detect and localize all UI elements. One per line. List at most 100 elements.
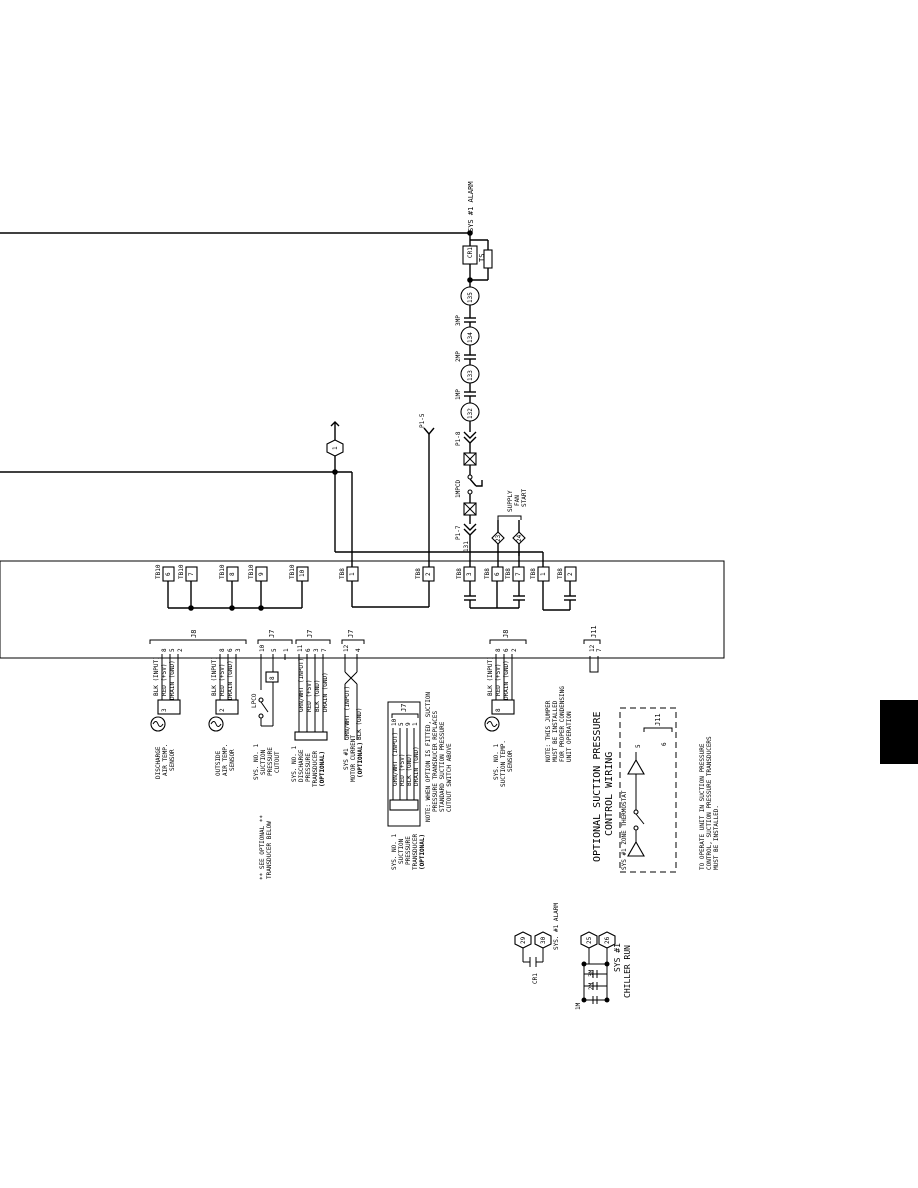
p1-5-label: P1-5 <box>419 413 426 428</box>
svg-text:3: 3 <box>235 648 242 652</box>
j8-connector-b: J8 8 6 2 BLK (INPUT) RED (+5V) DRAIN (GN… <box>484 630 527 787</box>
wire-red-5v-c: RED (+5V) <box>306 679 313 712</box>
terminal-tb8-1: TB8 1 <box>339 566 359 582</box>
dp-xdcr-label-1: SYS. NO. 1 <box>291 745 298 782</box>
supply-fan-line1: SUPPLY <box>507 490 514 512</box>
jumper-note-3: FOR PROPER CONDENSING <box>559 686 566 762</box>
bottom-alarm: 29 30 CR1 SYS. #1 ALARM <box>514 903 560 984</box>
svg-text:J8: J8 <box>190 630 198 638</box>
svg-text:3: 3 <box>313 648 320 652</box>
motor-current-label-3: (OPTIONAL) <box>357 742 364 778</box>
svg-text:2M: 2M <box>588 982 595 990</box>
wire-blk-gnd-b: BLK (GND) <box>314 679 321 712</box>
svg-text:8: 8 <box>495 648 502 652</box>
p1-7-label: P1-7 <box>455 525 462 540</box>
sys1-alarm-bottom-label: SYS. #1 ALARM <box>553 903 560 950</box>
svg-text:1M: 1M <box>575 1002 582 1010</box>
cr1-label: CR1 <box>467 247 474 258</box>
suction-note-line2: PRESSURE TRANSDUCER REPLACES <box>432 710 439 812</box>
wire-grn-wht-b: GRN/WHT (INPUT) <box>298 658 305 712</box>
svg-text:J11: J11 <box>590 625 598 638</box>
fan-term-24: 24 <box>516 534 523 542</box>
svg-text:TB8: TB8 <box>456 568 463 579</box>
signal-branches: 1 P1-5 <box>326 413 544 568</box>
suction-temp-label-2: SUCTION TEMP. <box>500 740 507 787</box>
discharge-sensor-label-2: AIR TEMP. <box>162 743 169 776</box>
cr1-bottom-label: CR1 <box>532 973 539 984</box>
mp1-label: 1MP <box>455 389 462 400</box>
svg-text:2: 2 <box>511 648 518 652</box>
svg-text:9: 9 <box>405 722 412 726</box>
svg-text:12: 12 <box>589 644 596 652</box>
chiller-run-label-1: SYS #1 <box>613 943 622 972</box>
fan-term-23: 23 <box>495 534 502 542</box>
svg-text:RED (+5V): RED (+5V) <box>399 753 406 786</box>
svg-text:2: 2 <box>425 572 432 576</box>
svg-text:6: 6 <box>227 648 234 652</box>
outside-sensor-label-2: AIR TEMP. <box>222 743 229 776</box>
svg-text:8: 8 <box>495 708 502 712</box>
terminal-tb10-7: TB10 7 <box>178 564 198 582</box>
svg-text:1: 1 <box>349 572 356 576</box>
svg-text:4: 4 <box>355 648 362 652</box>
svg-text:TB10: TB10 <box>248 564 255 579</box>
svg-text:11: 11 <box>297 644 304 652</box>
cutout-label-2: SUCTION <box>260 749 267 775</box>
svg-text:5: 5 <box>398 722 405 726</box>
terminal-tb10-8: TB10 8 <box>219 564 239 582</box>
svg-text:7: 7 <box>188 572 195 576</box>
svg-text:25: 25 <box>586 936 593 944</box>
suction-note-line1: NOTE: WHEN OPTION IS FITTED, SUCTION <box>425 692 432 822</box>
svg-text:J11: J11 <box>654 713 662 726</box>
motor-current-label-1: SYS #1 <box>343 748 350 770</box>
wire-blk-gnd-c: BLK (GND) <box>356 707 363 740</box>
svg-text:J7: J7 <box>306 630 314 638</box>
svg-text:TB8: TB8 <box>505 568 512 579</box>
terminal-tb10-9: TB10 9 <box>248 564 268 582</box>
motor-current-label-2: MOTOR CURRENT <box>350 735 357 782</box>
terminal-132: 132 <box>467 408 474 419</box>
wire-blk-input-a: BLK (INPUT) <box>153 656 160 696</box>
svg-text:TB10: TB10 <box>219 564 226 579</box>
sys1-alarm-title: SYS #1 ALARM <box>467 181 475 232</box>
svg-text:8: 8 <box>229 572 236 576</box>
svg-text:6: 6 <box>165 572 172 576</box>
svg-text:J8: J8 <box>502 630 510 638</box>
svg-text:TB8: TB8 <box>339 568 346 579</box>
suction-xdcr-label-3: PRESSURE <box>405 836 412 865</box>
operate-note-3: MUST BE INSTALLED. <box>713 805 720 870</box>
svg-text:9: 9 <box>258 572 265 576</box>
svg-text:TB10: TB10 <box>289 564 296 579</box>
svg-text:2: 2 <box>567 572 574 576</box>
terminal-interconnects <box>167 581 576 611</box>
svg-text:J7: J7 <box>400 704 408 712</box>
svg-text:TB8: TB8 <box>557 568 564 579</box>
suction-xdcr-label-1: SYS. NO. 1 <box>391 833 398 870</box>
wire-131-label: 131 <box>463 541 470 552</box>
svg-text:BLK (GND): BLK (GND) <box>406 753 413 786</box>
svg-text:J7: J7 <box>347 630 355 638</box>
j7-lpco: J7 10 5 1 8 LPCO SYS. NO. 1 SUCTION PRES… <box>251 630 293 880</box>
svg-text:3M: 3M <box>588 969 595 977</box>
suction-xdcr-label-5: (OPTIONAL) <box>419 834 426 870</box>
mp2-label: 2MP <box>455 351 462 362</box>
svg-text:6: 6 <box>305 648 312 652</box>
suction-temp-label-3: SENSOR <box>507 750 514 772</box>
j11-jumper: J11 12 7 NOTE: THIS JUMPER MUST BE INSTA… <box>545 625 603 762</box>
wire-red-5v-a: RED (+5V) <box>161 663 168 696</box>
supply-fan-line2: FAN <box>514 495 521 506</box>
optional-suction-control: J11 5 6 SYS #1 ZONE THERMOSTAT OPTIONAL … <box>592 707 720 873</box>
svg-text:DRAIN (GND): DRAIN (GND) <box>413 746 420 786</box>
bottom-chiller-run: 25 26 1M 2M 3M SYS #1 CHILLER RUN <box>575 931 632 1010</box>
svg-text:1: 1 <box>283 648 290 652</box>
svg-text:6: 6 <box>661 742 668 746</box>
svg-text:7: 7 <box>596 648 603 652</box>
svg-text:5: 5 <box>271 648 278 652</box>
cutout-label-4: CUTOUT <box>274 751 281 773</box>
optional-title-1: OPTIONAL SUCTION PRESSURE <box>592 711 603 862</box>
svg-text:2: 2 <box>177 648 184 652</box>
svg-text:J7: J7 <box>268 630 276 638</box>
terminal-135: 135 <box>467 292 474 303</box>
wire-red-5v-b: RED (+5V) <box>219 663 226 696</box>
svg-text:3: 3 <box>466 572 473 576</box>
